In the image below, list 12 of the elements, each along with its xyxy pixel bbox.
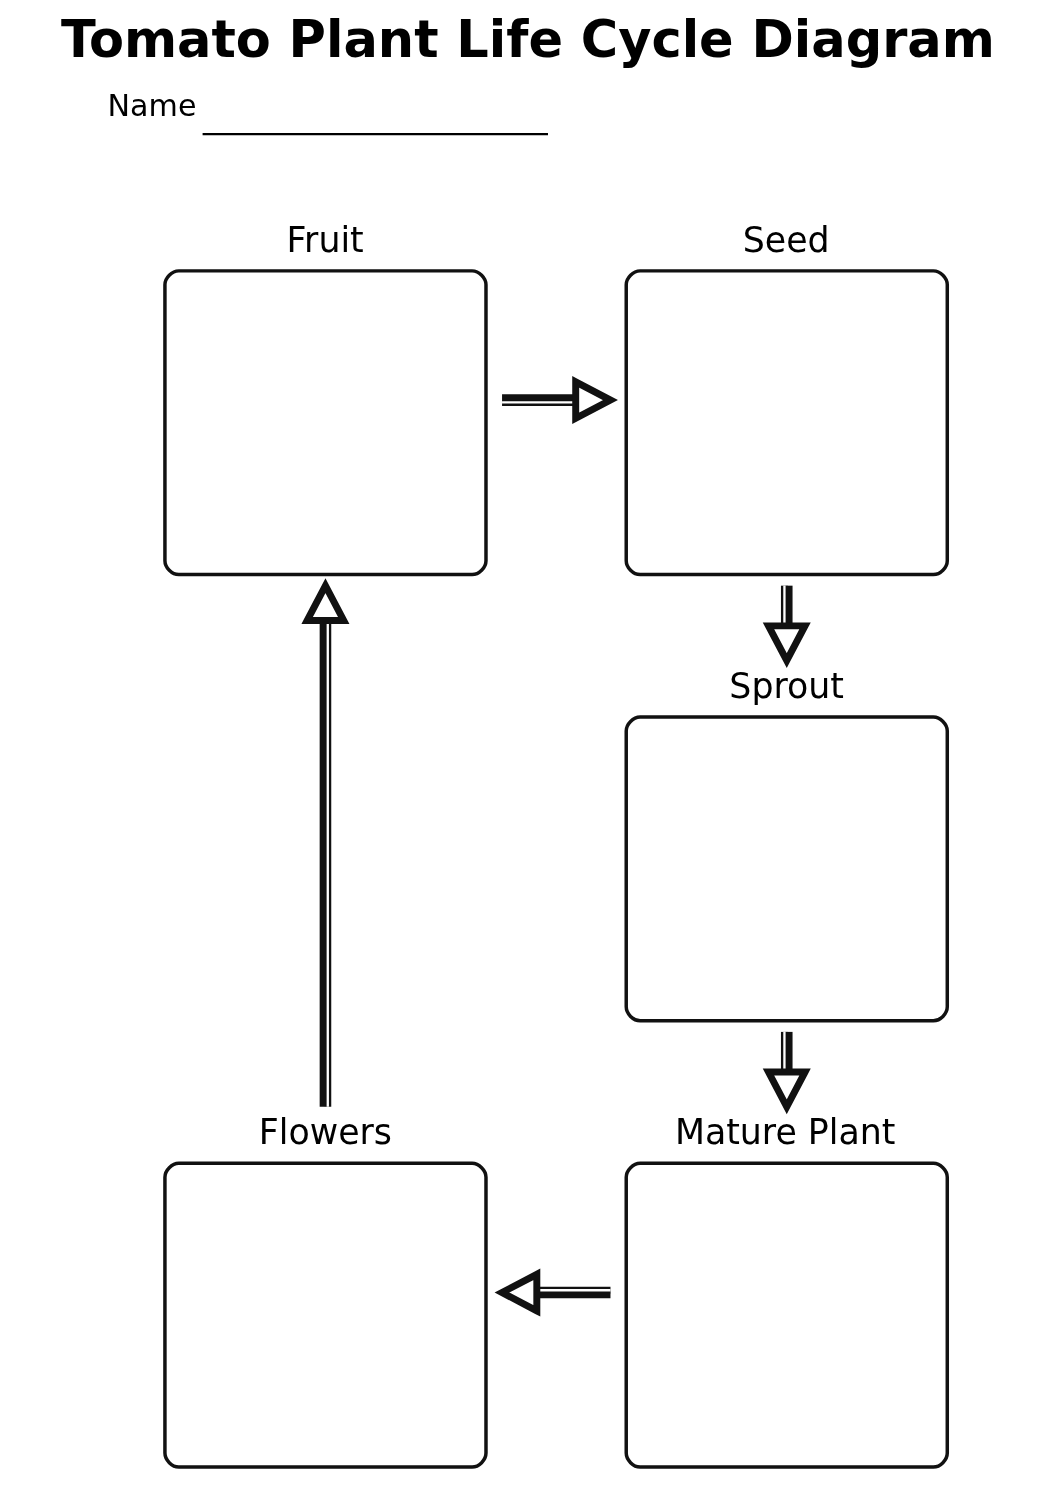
node-label: Seed — [742, 219, 830, 260]
arrow — [762, 585, 811, 669]
arrow — [300, 578, 349, 1107]
node-label: Fruit — [286, 219, 364, 260]
arrow — [762, 1031, 811, 1115]
diagram-title: Tomato Plant Life Cycle Diagram — [60, 10, 995, 70]
label: Name — [107, 88, 196, 124]
node-label: Sprout — [728, 665, 844, 706]
arrow — [494, 1268, 610, 1317]
node-label: Flowers — [258, 1112, 392, 1153]
arrow — [501, 376, 618, 425]
node-label: Mature Plant — [674, 1112, 895, 1153]
